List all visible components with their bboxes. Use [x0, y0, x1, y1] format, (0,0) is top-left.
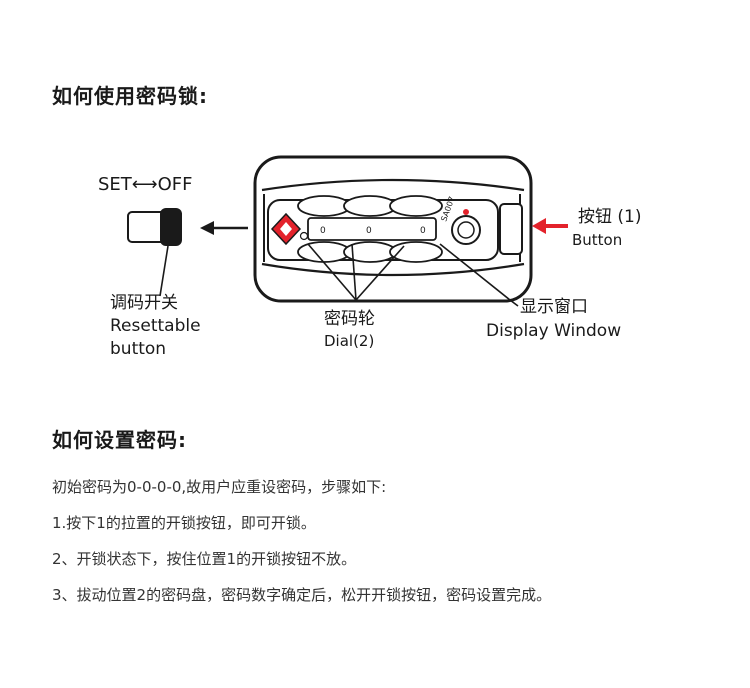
- display-label-en: Display Window: [486, 321, 622, 341]
- button-label-en: Button: [572, 231, 623, 249]
- reset-label-en-2: button: [110, 339, 167, 359]
- display-label-cn: 显示窗口: [520, 297, 588, 317]
- reset-label-en-1: Resettable: [110, 316, 201, 336]
- instruction-line: 2、开锁状态下，按住位置1的开锁按钮不放。: [52, 550, 357, 568]
- svg-text:0: 0: [420, 226, 426, 236]
- dial-wheels: 0 0 0: [297, 195, 443, 263]
- reset-label-cn: 调码开关: [110, 293, 178, 313]
- dial-label-cn: 密码轮: [324, 309, 375, 329]
- reset-leader-line: [159, 245, 169, 297]
- lock-diagram: 0 0 0 SA007: [127, 155, 568, 307]
- instruction-line: 3、拔动位置2的密码盘，密码数字确定后，松开开锁按钮，密码设置完成。: [52, 586, 552, 604]
- left-arrow-icon: [200, 221, 248, 235]
- button-label-cn: 按钮 (1): [578, 207, 642, 227]
- dial-label-en: Dial(2): [324, 332, 375, 350]
- set-off-label: SET⟷OFF: [98, 174, 193, 195]
- section-title-usage: 如何使用密码锁:: [52, 84, 208, 108]
- instruction-line: 1.按下1的拉置的开锁按钮，即可开锁。: [52, 514, 316, 532]
- dial-leader-lines: [307, 243, 405, 301]
- tsa-logo-icon: [270, 212, 309, 246]
- display-leader-line: [439, 243, 519, 307]
- reset-key-icon: [127, 208, 182, 246]
- svg-text:0: 0: [366, 226, 372, 236]
- lock-body: 0 0 0 SA007: [253, 155, 533, 303]
- section-title-set-password: 如何设置密码:: [52, 428, 187, 452]
- red-arrow-icon: [532, 218, 568, 234]
- instruction-line: 初始密码为0-0-0-0,故用户应重设密码，步骤如下:: [52, 478, 387, 496]
- svg-text:0: 0: [320, 226, 326, 236]
